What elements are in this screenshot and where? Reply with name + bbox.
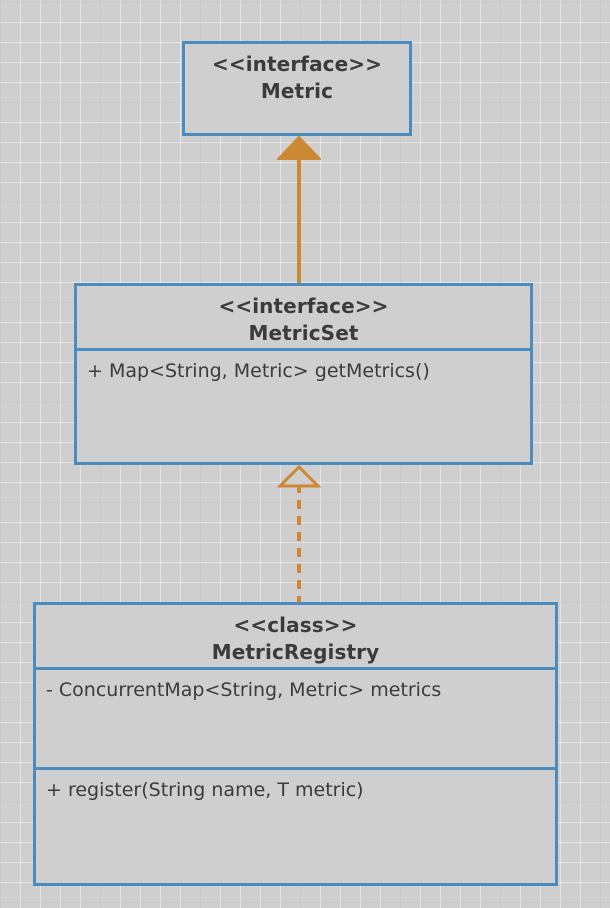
operation-row: + Map<String, Metric> getMetrics() — [87, 360, 430, 382]
uml-class-metricset[interactable]: <<interface>> MetricSet + Map<String, Me… — [74, 283, 533, 465]
hollow-triangle-arrowhead-icon — [277, 465, 321, 488]
operations-compartment-metricset: + Map<String, Metric> getMetrics() — [77, 348, 530, 462]
attributes-compartment-metricregistry: - ConcurrentMap<String, Metric> metrics — [36, 667, 555, 767]
operations-compartment-metricregistry: + register(String name, T metric) — [36, 767, 555, 883]
connector-generalization-metricset-to-metric[interactable] — [277, 136, 321, 284]
class-header-metric: <<interface>> Metric — [185, 44, 409, 105]
connector-line-dashed — [297, 484, 301, 603]
class-name-metricregistry: MetricRegistry — [211, 640, 380, 664]
connector-realization-metricregistry-to-metricset[interactable] — [277, 465, 321, 603]
operation-row: + register(String name, T metric) — [46, 779, 364, 801]
class-name-metric: Metric — [260, 79, 334, 103]
class-header-metricregistry: <<class>> MetricRegistry — [36, 605, 555, 667]
stereotype-label-metricset: <<interface>> — [218, 294, 389, 318]
class-header-metricset: <<interface>> MetricSet — [77, 286, 530, 348]
attribute-row: - ConcurrentMap<String, Metric> metrics — [46, 679, 442, 701]
uml-class-metric[interactable]: <<interface>> Metric — [182, 41, 412, 136]
connector-line-solid — [297, 156, 301, 284]
class-name-metricset: MetricSet — [248, 321, 359, 345]
uml-class-metricregistry[interactable]: <<class>> MetricRegistry - ConcurrentMap… — [33, 602, 558, 886]
stereotype-label-metricregistry: <<class>> — [233, 613, 358, 637]
stereotype-label-metric: <<interface>> — [211, 52, 383, 76]
filled-triangle-arrowhead-icon — [277, 136, 321, 160]
